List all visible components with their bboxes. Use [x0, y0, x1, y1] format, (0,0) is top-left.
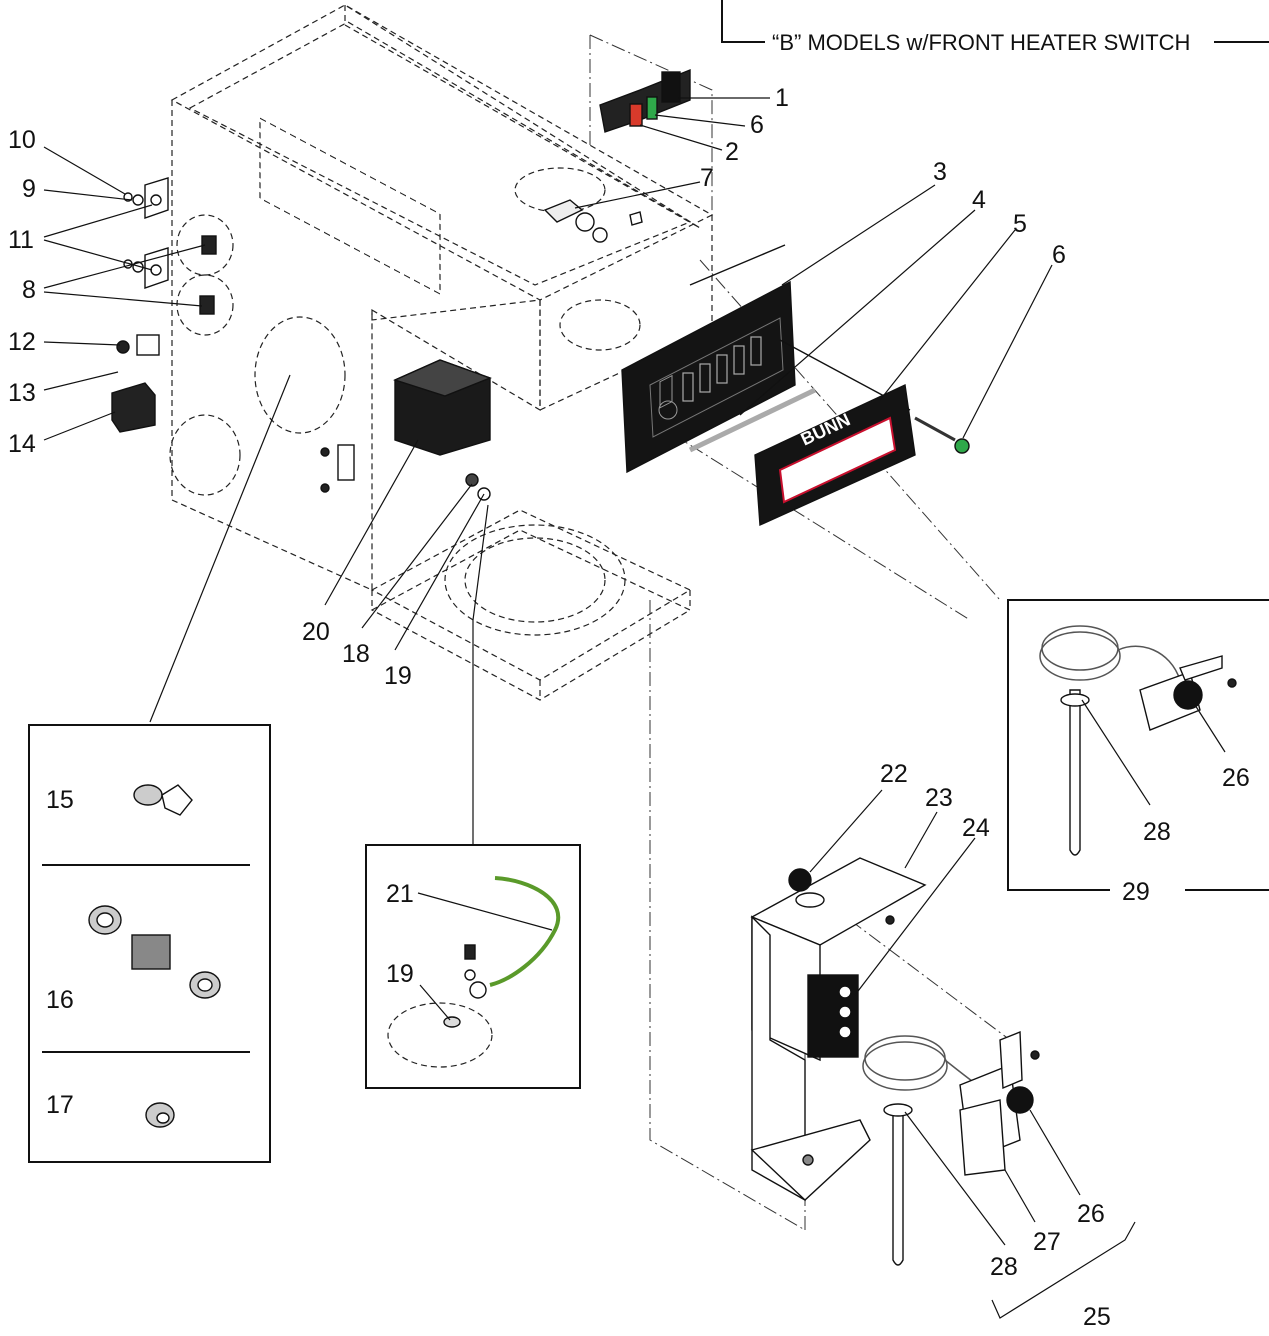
- callout-29: 29: [1122, 878, 1150, 906]
- callout-16: 16: [46, 986, 74, 1014]
- bushing-set-16: [88, 905, 221, 999]
- callout-5: 5: [1013, 210, 1027, 238]
- callout-14: 14: [8, 430, 36, 458]
- terminal-block-7: [543, 199, 643, 243]
- cabinet-wireframe: [169, 3, 714, 701]
- callout-6-switch: 6: [750, 111, 764, 139]
- callout-1: 1: [775, 84, 789, 112]
- callout-19-inset: 19: [386, 960, 414, 988]
- gasket-4: [688, 387, 817, 453]
- thermostat-inset-box: [1007, 599, 1269, 891]
- callout-28-lower: 28: [990, 1253, 1018, 1281]
- callout-11: 11: [8, 226, 34, 254]
- callout-labels: 1 2 3 4 5 6 6 7 8 9 10 11 12 13 14 15 16…: [8, 84, 1250, 1331]
- callout-3: 3: [933, 158, 947, 186]
- callout-15: 15: [46, 786, 74, 814]
- callout-20: 20: [302, 618, 330, 646]
- header-bracket: “B” MODELS w/FRONT HEATER SWITCH: [721, 0, 1269, 55]
- overlay-5: BUNN: [754, 383, 916, 527]
- callout-17: 17: [46, 1091, 74, 1119]
- green-switch: [646, 96, 658, 120]
- left-fittings: [111, 177, 217, 433]
- callout-9: 9: [22, 175, 36, 203]
- bracket-assembly-23: [750, 857, 927, 1202]
- ground-wire-21: [489, 876, 561, 987]
- left-kit-box: [28, 724, 271, 1163]
- callout-28-inset: 28: [1143, 818, 1171, 846]
- callout-19-main: 19: [384, 662, 412, 690]
- ground-screw: [465, 473, 491, 501]
- callout-21: 21: [386, 880, 414, 908]
- contactor-20: [320, 359, 492, 493]
- lower-thermostat: [862, 1030, 1040, 1266]
- plug-17: [145, 1102, 175, 1128]
- callout-12: 12: [8, 328, 36, 356]
- callout-10: 10: [8, 126, 36, 154]
- callout-7: 7: [700, 164, 714, 192]
- capillary-coil: [1039, 625, 1181, 681]
- callout-18: 18: [342, 640, 370, 668]
- callout-27: 27: [1033, 1228, 1061, 1256]
- red-switch: [629, 103, 643, 127]
- rocker-switch-block: [599, 68, 691, 133]
- header-label: “B” MODELS w/FRONT HEATER SWITCH: [772, 30, 1190, 55]
- callout-26-lower: 26: [1077, 1200, 1105, 1228]
- callout-23: 23: [925, 784, 953, 812]
- callout-2: 2: [725, 138, 739, 166]
- callout-8: 8: [22, 276, 36, 304]
- leader-lines: [43, 97, 1226, 1319]
- callout-25: 25: [1083, 1303, 1111, 1331]
- callout-4: 4: [972, 186, 986, 214]
- indicator-lamp-6: [914, 416, 970, 454]
- callout-6-panel: 6: [1052, 241, 1066, 269]
- callout-26-inset: 26: [1222, 764, 1250, 792]
- callout-13: 13: [8, 379, 36, 407]
- strain-relief-15: [133, 784, 193, 816]
- callout-24: 24: [962, 814, 990, 842]
- callout-22: 22: [880, 760, 908, 788]
